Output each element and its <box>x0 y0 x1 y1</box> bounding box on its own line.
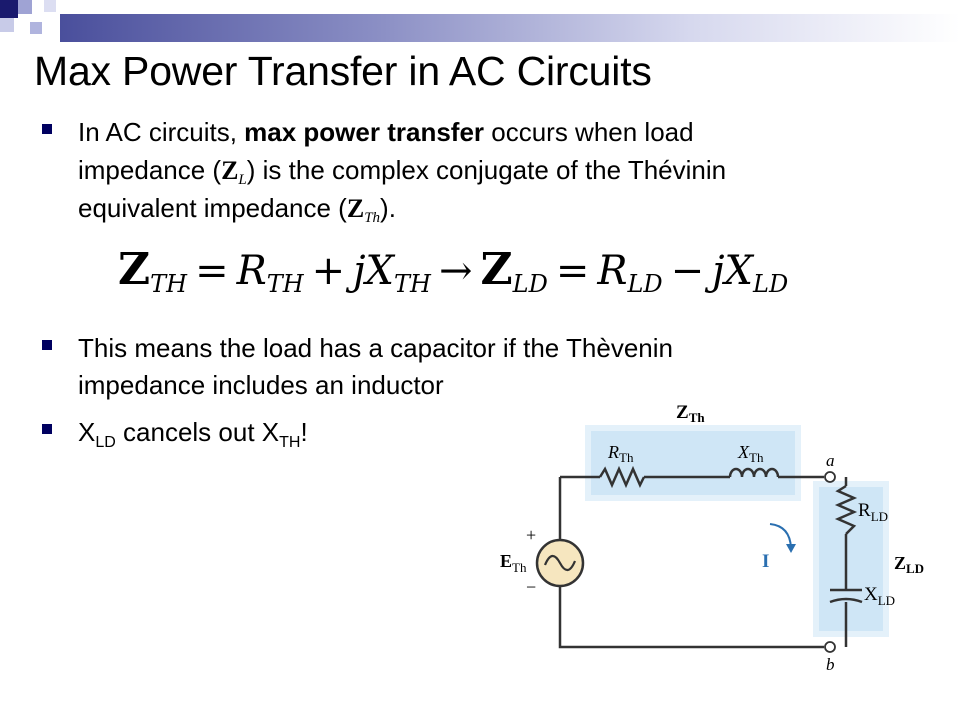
bullet1-bold-text: max power transfer <box>244 117 485 147</box>
bullet1-line2-end: ) is the complex conjugate of the Thévin… <box>246 155 727 185</box>
eq-z-ld: Z <box>480 244 513 295</box>
bullet3-sub-ld: LD <box>95 434 116 451</box>
node-b-terminal <box>824 641 836 653</box>
impedance-equation: ZTH=RTH+jXTH→ZLD=RLD−jXLD <box>118 244 788 298</box>
circuit-wires <box>558 475 848 649</box>
eq-sub: LD <box>627 270 663 298</box>
zth-label: ZTh <box>676 402 705 425</box>
bullet3-x: X <box>78 417 96 447</box>
resistor-rth <box>598 465 646 489</box>
inductor-xth <box>728 467 780 478</box>
eq-sub: TH <box>150 270 188 298</box>
eth-label: ETh <box>500 551 527 575</box>
ac-source-wave-icon <box>543 554 577 572</box>
zld-highlight-box <box>813 481 889 637</box>
node-a-label: a <box>826 451 835 470</box>
eq-sub: LD <box>753 270 789 298</box>
z-symbol: Z <box>346 194 365 223</box>
eq-sub: LD <box>512 270 548 298</box>
z-subscript-th: Th <box>364 210 381 226</box>
eq-jx: jX <box>353 248 395 294</box>
bullet1-line2-start: impedance ( <box>78 155 222 185</box>
node-a-terminal <box>824 471 836 483</box>
xld-label: XLD <box>864 584 895 608</box>
resistor-rld <box>834 484 858 535</box>
top-bar-gradient <box>60 14 960 42</box>
eq-plus: + <box>311 248 346 294</box>
node-b-label: b <box>826 655 835 674</box>
bullet2-line1: This means the load has a capacitor if t… <box>78 333 673 363</box>
eq-r: R <box>597 248 628 294</box>
bullet3-end: ! <box>300 417 308 447</box>
zth-highlight-box <box>585 425 801 501</box>
eq-equals: = <box>195 248 229 294</box>
eq-jx: jX <box>712 248 754 294</box>
bullet3-sub-th: TH <box>279 434 301 451</box>
source-minus-sign: − <box>526 577 536 597</box>
bullet-marker <box>42 424 52 434</box>
corner-square-small <box>30 22 42 34</box>
bullet-marker <box>42 340 52 350</box>
bullet1-text-end: occurs when load <box>484 117 694 147</box>
bullet1-line3-start: equivalent impedance ( <box>78 193 347 223</box>
z-symbol: Z <box>221 156 239 185</box>
eq-r: R <box>236 248 267 294</box>
current-label: I <box>762 551 769 572</box>
corner-square-light <box>0 18 14 32</box>
eq-arrow: → <box>438 248 473 294</box>
corner-square-dark <box>0 0 18 18</box>
eq-minus: − <box>670 248 705 294</box>
bullet2-line2: impedance includes an inductor <box>78 370 444 400</box>
eq-sub: TH <box>266 270 304 298</box>
bullet1-text-start: In AC circuits, <box>78 117 245 147</box>
xth-label: XTh <box>737 442 764 465</box>
capacitor-xld <box>829 588 863 604</box>
corner-square-mid <box>18 0 32 14</box>
z-subscript-l: L <box>238 172 247 188</box>
bullet1-line3-end: ). <box>380 193 396 223</box>
bullet3-mid: cancels out X <box>115 417 280 447</box>
eq-z-th: Z <box>118 244 151 295</box>
rth-label: RTh <box>607 442 634 465</box>
slide-title: Max Power Transfer in AC Circuits <box>34 48 652 94</box>
bullet-marker <box>42 124 52 134</box>
eq-equals: = <box>555 248 590 294</box>
rld-label: RLD <box>858 500 888 524</box>
corner-square-tiny <box>44 0 56 12</box>
zld-label: ZLD <box>894 553 924 576</box>
source-plus-sign: + <box>526 525 536 545</box>
eq-sub: TH <box>394 270 431 298</box>
